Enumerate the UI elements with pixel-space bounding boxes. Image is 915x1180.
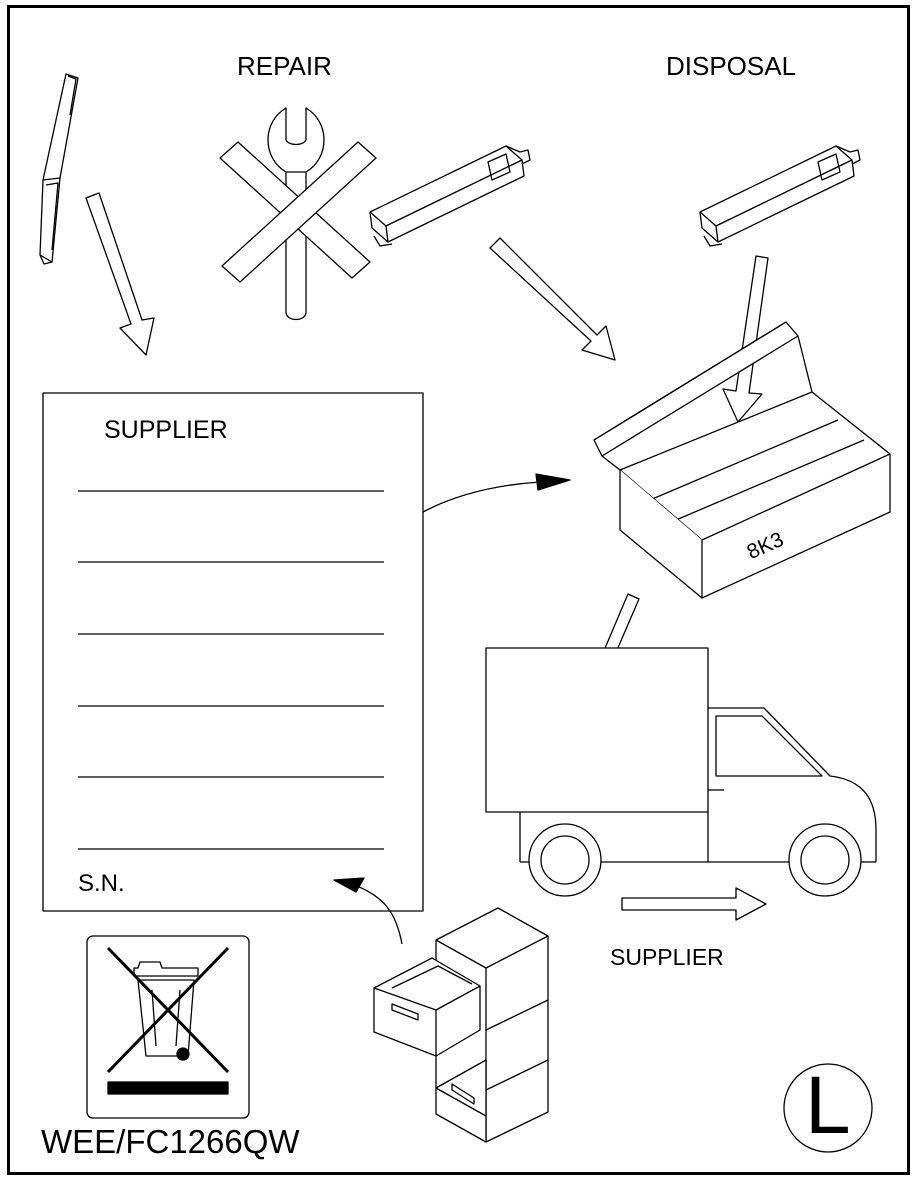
open-box-icon [593,321,891,599]
disposal-label: DISPOSAL [666,51,797,81]
arrow-pen-to-form [85,192,155,356]
section-circle [783,1063,873,1153]
section-letter: L [805,1060,851,1151]
filing-cabinet-icon [373,907,549,1143]
pen-icon [39,73,79,265]
lamp-tube-left [369,145,531,247]
truck-supplier-label: SUPPLIER [610,944,724,970]
arrow-disposal-to-box [722,255,769,423]
repair-label: REPAIR [237,51,332,81]
model-code: WEE/FC1266QW [41,1123,300,1160]
truck-icon [485,647,877,897]
supplier-form [42,392,424,912]
arrow-cabinet-to-form [333,877,403,945]
serial-number-label: S.N. [78,870,125,897]
arrow-to-supplier [621,887,767,921]
crossed-wrench-icon [219,107,377,321]
arrow-lamp-to-box [489,237,616,361]
crossed-bin-icon [86,935,250,1119]
lamp-tube-right [699,145,861,247]
form-supplier-label: SUPPLIER [104,416,228,444]
